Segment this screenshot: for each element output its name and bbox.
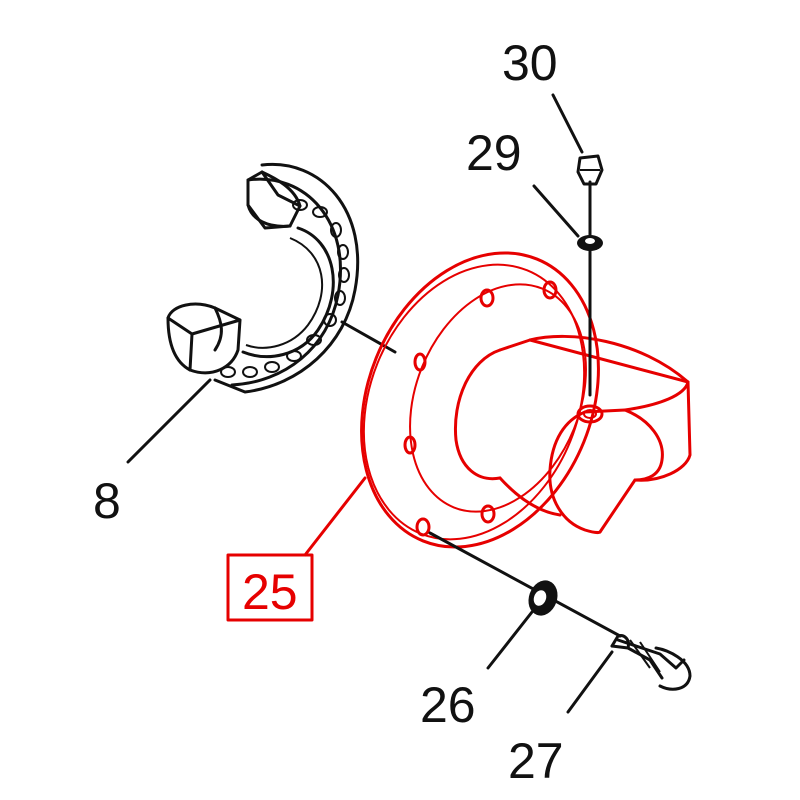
washer-part-29 bbox=[532, 184, 603, 251]
bearing-rollers bbox=[220, 199, 350, 378]
label-part-8: 8 bbox=[93, 473, 121, 529]
flange-bolt-holes bbox=[403, 280, 558, 537]
label-part-25: 25 bbox=[242, 564, 298, 620]
hub-part-25 bbox=[226, 251, 692, 622]
label-part-29: 29 bbox=[466, 125, 522, 181]
leader-part-8 bbox=[126, 378, 212, 464]
bolt-part-27 bbox=[566, 634, 692, 714]
label-part-30: 30 bbox=[502, 35, 558, 91]
label-part-27: 27 bbox=[508, 733, 564, 789]
label-part-26: 26 bbox=[420, 677, 476, 733]
washer-part-26 bbox=[486, 580, 558, 670]
bearing-part-8 bbox=[166, 162, 397, 394]
grease-nipple-part-30 bbox=[551, 93, 604, 186]
bolt-axis-line bbox=[428, 531, 622, 638]
